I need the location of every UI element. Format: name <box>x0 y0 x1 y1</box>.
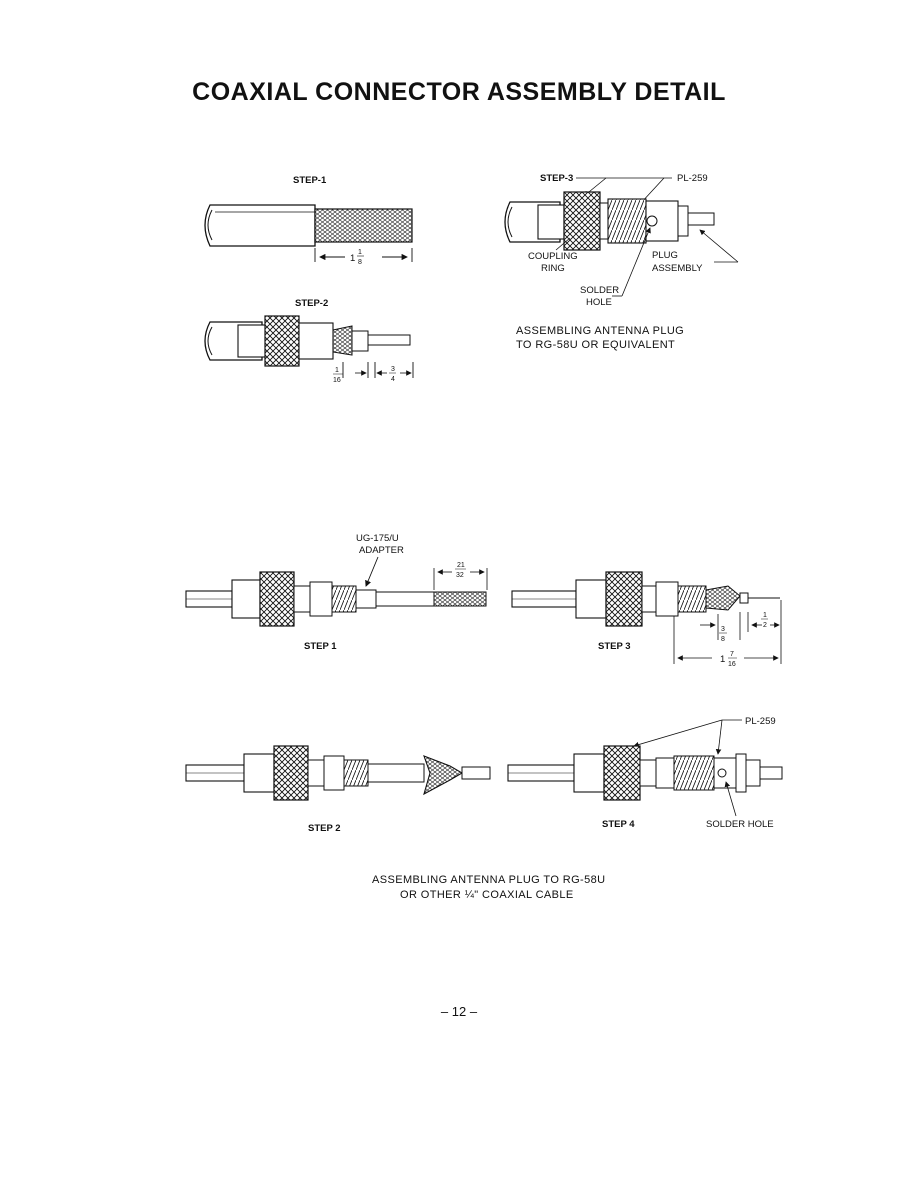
bottom-dim-38-num: 3 <box>721 626 725 633</box>
top-dim-1-whole: 1 <box>350 253 355 264</box>
top-plug-assembly-line2: ASSEMBLY <box>652 263 703 274</box>
top-dim-1-num: 1 <box>358 249 362 256</box>
top-dim-2a-num: 1 <box>335 367 339 374</box>
page-number: – 12 – <box>440 1004 478 1019</box>
top-dim-2b-num: 3 <box>391 366 395 373</box>
top-caption-line1: ASSEMBLING ANTENNA PLUG <box>516 325 684 337</box>
bottom-dim-12-num: 1 <box>763 612 767 619</box>
bottom-step2-label: STEP 2 <box>308 823 341 834</box>
top-caption-line2: TO RG-58U OR EQUIVALENT <box>516 339 675 351</box>
bottom-step2-figure: STEP 2 <box>185 745 491 834</box>
bottom-dim-1716-den: 16 <box>728 661 736 668</box>
top-coupling-ring-line1: COUPLING <box>528 251 578 262</box>
top-step1-figure: STEP-1 1 1 8 <box>204 175 413 266</box>
bottom-adapter-line1: UG-175/U <box>356 533 399 544</box>
bottom-step1-figure: UG-175/U ADAPTER 21 32 STEP 1 <box>185 533 488 652</box>
bottom-dim-21-num: 21 <box>457 562 465 569</box>
top-solder-hole-line2: HOLE <box>586 297 612 308</box>
bottom-dim-1716-whole: 1 <box>720 654 725 665</box>
bottom-dim-21-den: 32 <box>456 572 464 579</box>
bottom-step3-figure: 3 8 1 2 1 7 16 STEP 3 <box>511 571 782 668</box>
bottom-dim-38-den: 8 <box>721 636 725 643</box>
bottom-dim-12-den: 2 <box>763 622 767 629</box>
bottom-pl259-label: PL-259 <box>745 716 776 727</box>
bottom-solder-hole-label: SOLDER HOLE <box>706 819 774 830</box>
bottom-step1-label: STEP 1 <box>304 641 337 652</box>
bottom-caption-line1: ASSEMBLING ANTENNA PLUG TO RG-58U <box>372 874 605 886</box>
top-pl259-label: PL-259 <box>677 173 708 184</box>
top-dim-2a-den: 16 <box>333 377 341 384</box>
top-step3-figure: STEP-3 PL-259 COUPLING RING PLUG ASSEMBL… <box>504 173 739 351</box>
page-title: COAXIAL CONNECTOR ASSEMBLY DETAIL <box>192 78 726 106</box>
bottom-adapter-line2: ADAPTER <box>359 545 404 556</box>
top-step2-label: STEP-2 <box>295 298 328 309</box>
bottom-step4-figure: PL-259 SOLDER HOLE STEP 4 <box>507 716 783 830</box>
bottom-step4-label: STEP 4 <box>602 819 635 830</box>
bottom-dim-1716-num: 7 <box>730 651 734 658</box>
top-step3-label: STEP-3 <box>540 173 573 184</box>
top-solder-hole-line1: SOLDER <box>580 285 619 296</box>
top-step2-figure: STEP-2 1 16 3 4 <box>204 298 414 384</box>
top-dim-1-den: 8 <box>358 259 362 266</box>
bottom-step3-label: STEP 3 <box>598 641 631 652</box>
top-plug-assembly-line1: PLUG <box>652 250 678 261</box>
top-dim-2b-den: 4 <box>391 376 395 383</box>
top-coupling-ring-line2: RING <box>541 263 565 274</box>
top-step1-label: STEP-1 <box>293 175 327 186</box>
bottom-caption-line2: OR OTHER ¼" COAXIAL CABLE <box>400 889 574 901</box>
